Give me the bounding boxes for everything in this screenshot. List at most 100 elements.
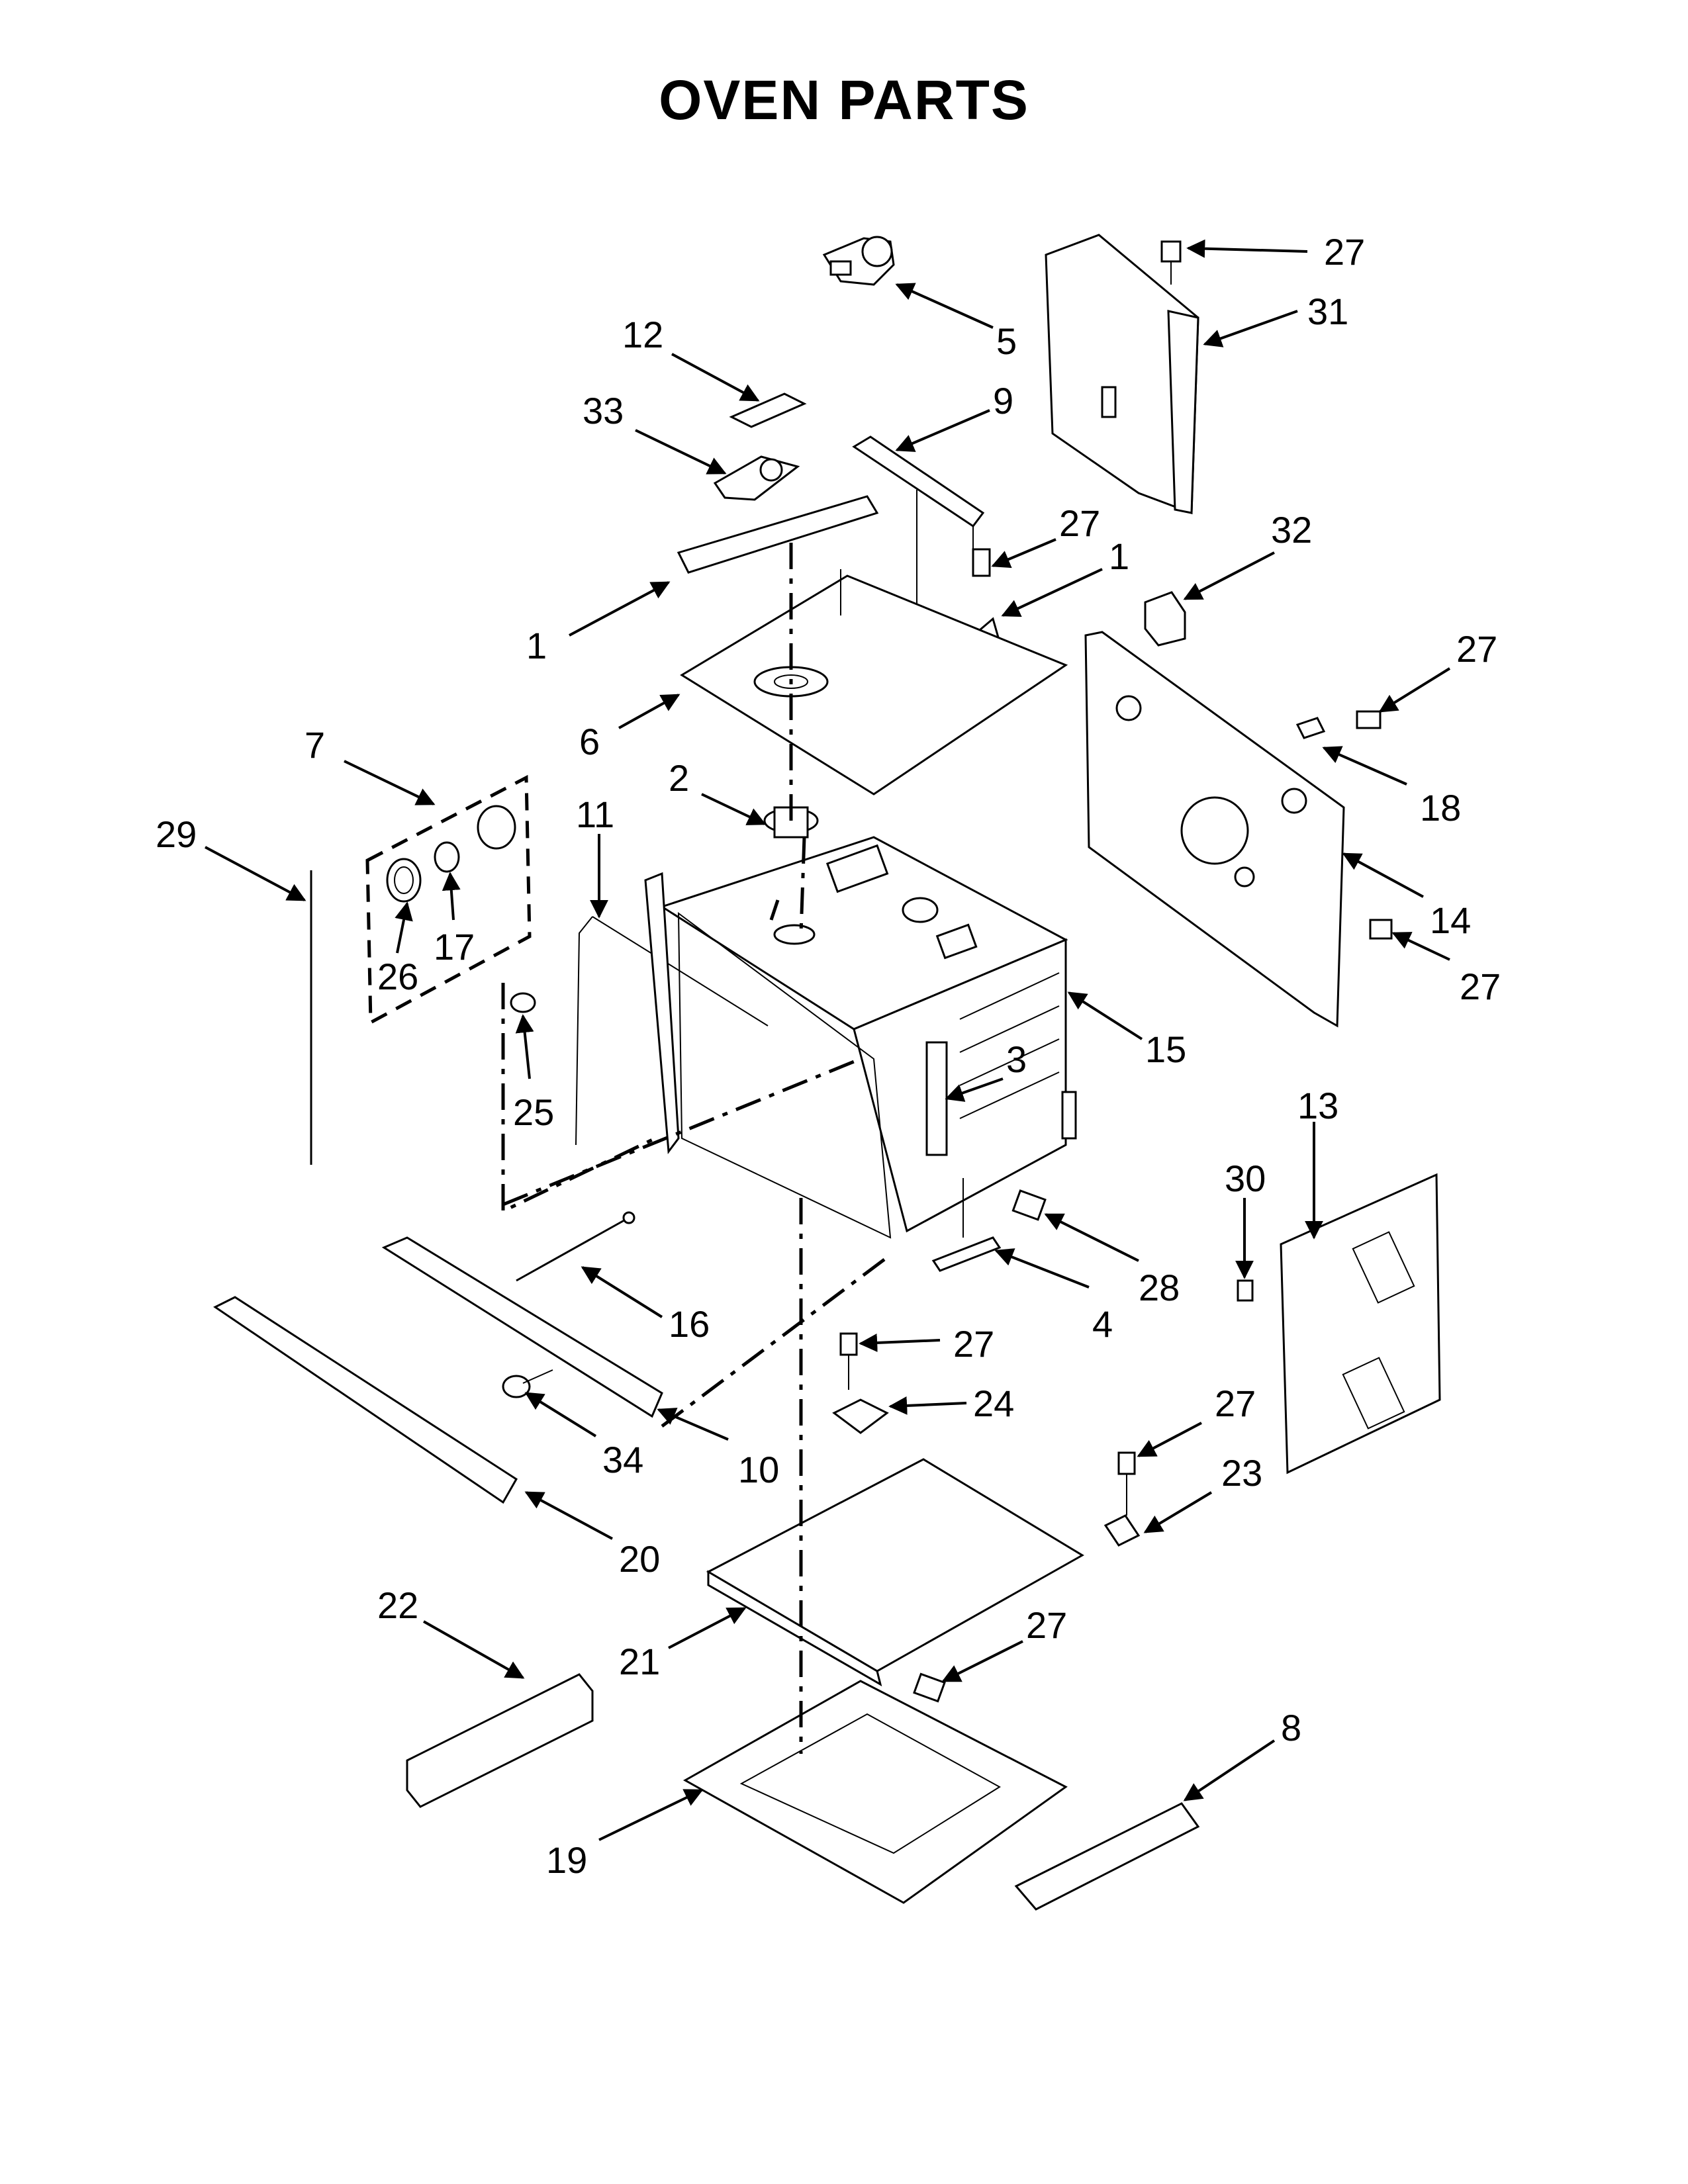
part-24-bracket [832, 1332, 889, 1434]
svg-text:29: 29 [156, 813, 197, 855]
callout-15: 15 [1067, 991, 1186, 1070]
callouts: 27 31 5 12 9 33 27 1 32 1 27 6 7 18 2 11… [156, 231, 1501, 1881]
part-23-bracket [1103, 1451, 1141, 1547]
svg-text:30: 30 [1225, 1158, 1266, 1199]
part-27-screw-top [1160, 240, 1182, 285]
callout-31: 31 [1203, 291, 1348, 347]
part-25-lamp [510, 992, 536, 1013]
svg-text:16: 16 [669, 1303, 710, 1345]
svg-text:27: 27 [1059, 502, 1100, 544]
parts-artwork [213, 234, 1441, 1911]
part-27-screw-rear [1369, 919, 1393, 940]
svg-text:28: 28 [1139, 1267, 1180, 1308]
part-26-socket [386, 858, 422, 903]
svg-text:34: 34 [602, 1439, 643, 1480]
part-33-plate [713, 455, 800, 501]
svg-text:24: 24 [973, 1383, 1014, 1424]
svg-text:33: 33 [583, 390, 624, 432]
svg-text:27: 27 [1460, 966, 1501, 1007]
part-8-rail [1014, 1802, 1200, 1911]
callout-19: 19 [546, 1789, 704, 1881]
part-1-left-rail [677, 495, 879, 574]
svg-text:3: 3 [1006, 1038, 1027, 1080]
callout-20: 20 [524, 1491, 660, 1580]
svg-text:25: 25 [513, 1091, 554, 1133]
callout-10: 10 [657, 1408, 779, 1490]
callout-27-rear: 27 [1391, 932, 1501, 1007]
svg-text:4: 4 [1092, 1303, 1113, 1345]
part-5-bracket [822, 236, 895, 286]
svg-text:27: 27 [1215, 1383, 1256, 1424]
svg-text:23: 23 [1221, 1452, 1262, 1494]
callout-1-left: 1 [526, 581, 671, 666]
part-30-clip [1237, 1279, 1254, 1302]
assembly-lines [501, 543, 888, 1754]
part-17-knob [434, 841, 460, 873]
svg-text:15: 15 [1145, 1028, 1186, 1070]
callout-21: 21 [619, 1607, 747, 1682]
part-11-wire [575, 916, 769, 1146]
callout-33: 33 [583, 390, 727, 475]
callout-4: 4 [994, 1248, 1113, 1345]
callout-6: 6 [579, 694, 680, 762]
callout-29: 29 [156, 813, 306, 901]
callout-27-top: 27 [1186, 231, 1365, 273]
svg-text:32: 32 [1271, 509, 1312, 551]
svg-text:11: 11 [576, 794, 614, 835]
callout-22: 22 [377, 1584, 525, 1679]
svg-text:1: 1 [526, 625, 547, 666]
svg-text:6: 6 [579, 721, 600, 762]
callout-34: 34 [524, 1392, 643, 1480]
callout-27-lower: 27 [941, 1604, 1067, 1682]
callout-23: 23 [1143, 1452, 1262, 1533]
part-21-panel [706, 1458, 1084, 1687]
part-19-tray [682, 1680, 1068, 1904]
part-16-sensor [516, 1211, 635, 1282]
part-7-group [365, 774, 532, 1026]
svg-text:9: 9 [993, 380, 1013, 422]
part-27-screw-lower [913, 1672, 946, 1703]
callout-3: 3 [945, 1038, 1027, 1102]
svg-text:27: 27 [1456, 628, 1497, 670]
part-34-screw [502, 1369, 553, 1398]
svg-text:26: 26 [377, 956, 418, 997]
callout-27-bracket23: 27 [1137, 1383, 1256, 1457]
part-6-top-plate [680, 569, 1068, 796]
callout-27-right: 27 [1378, 628, 1497, 713]
callout-1-right: 1 [1001, 535, 1129, 617]
callout-16: 16 [581, 1266, 710, 1345]
callout-17: 17 [434, 872, 475, 968]
svg-text:19: 19 [546, 1839, 587, 1881]
callout-7: 7 [305, 724, 436, 805]
callout-30: 30 [1225, 1158, 1266, 1279]
callout-18: 18 [1322, 746, 1461, 829]
svg-text:27: 27 [1026, 1604, 1067, 1646]
part-28-screw [1011, 1189, 1047, 1221]
callout-27-bracket24: 27 [859, 1323, 994, 1365]
callout-27-mid: 27 [991, 502, 1100, 569]
svg-text:31: 31 [1307, 291, 1348, 332]
svg-text:13: 13 [1297, 1085, 1338, 1126]
callout-13: 13 [1297, 1085, 1338, 1240]
svg-text:12: 12 [622, 314, 663, 355]
callout-5: 5 [895, 283, 1017, 362]
callout-9: 9 [895, 380, 1013, 452]
part-13-side-panel [1280, 1173, 1441, 1475]
svg-text:2: 2 [669, 757, 689, 799]
part-7-socket [477, 805, 516, 850]
part-20-rail [213, 1296, 518, 1504]
svg-text:27: 27 [1324, 231, 1365, 273]
part-10-rail [381, 1236, 663, 1418]
svg-text:5: 5 [996, 320, 1017, 362]
callout-2: 2 [669, 757, 767, 825]
callout-14: 14 [1342, 852, 1471, 941]
callout-32: 32 [1183, 509, 1312, 600]
callout-26: 26 [377, 901, 418, 997]
part-27-screw-right [1356, 710, 1382, 729]
part-27-screw-mid [972, 548, 991, 577]
svg-text:1: 1 [1109, 535, 1129, 577]
svg-text:18: 18 [1420, 787, 1461, 829]
part-4-bracket [931, 1178, 1002, 1272]
callout-12: 12 [622, 314, 760, 402]
